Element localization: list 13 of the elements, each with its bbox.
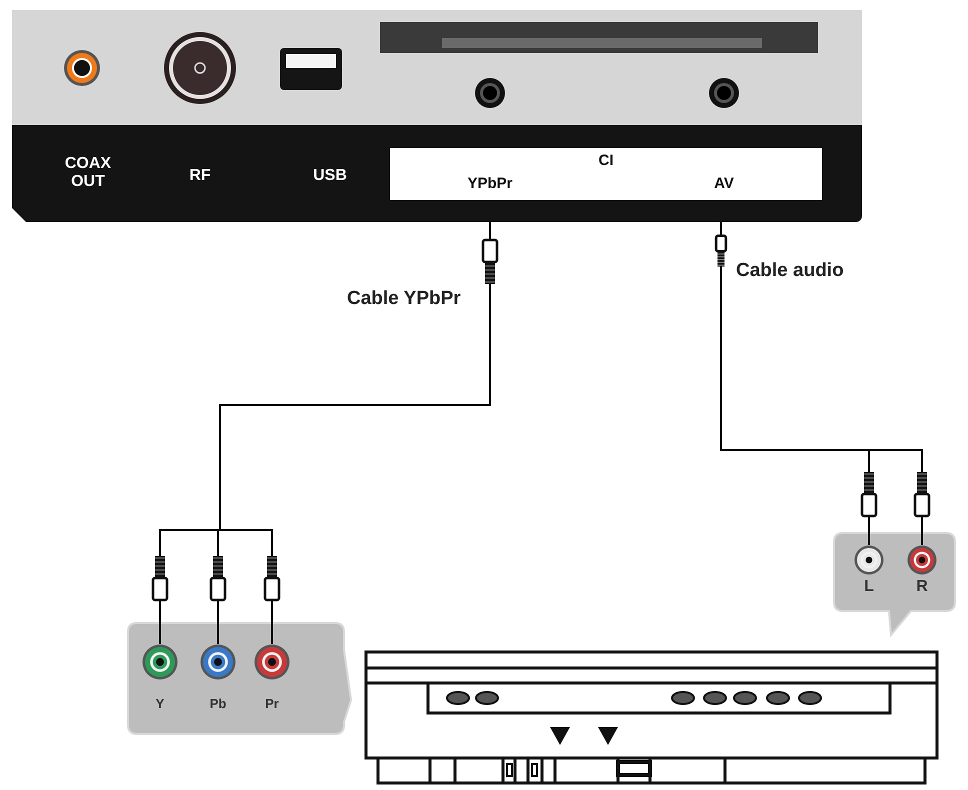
port-label: R [915, 578, 929, 596]
rear-panel [12, 10, 862, 222]
port-label: Y [154, 697, 166, 712]
port-label: Pb [208, 697, 228, 712]
port-label: Pr [264, 697, 280, 712]
port-label: RF [188, 167, 212, 185]
ci-label-band [390, 148, 822, 200]
port-label: L [863, 578, 875, 596]
port-label: USB [312, 167, 348, 185]
port-label: COAX OUT [64, 155, 112, 190]
port-label: AV [713, 176, 735, 192]
port-label: CI [598, 153, 614, 170]
port-label: YPbPr [466, 176, 514, 192]
